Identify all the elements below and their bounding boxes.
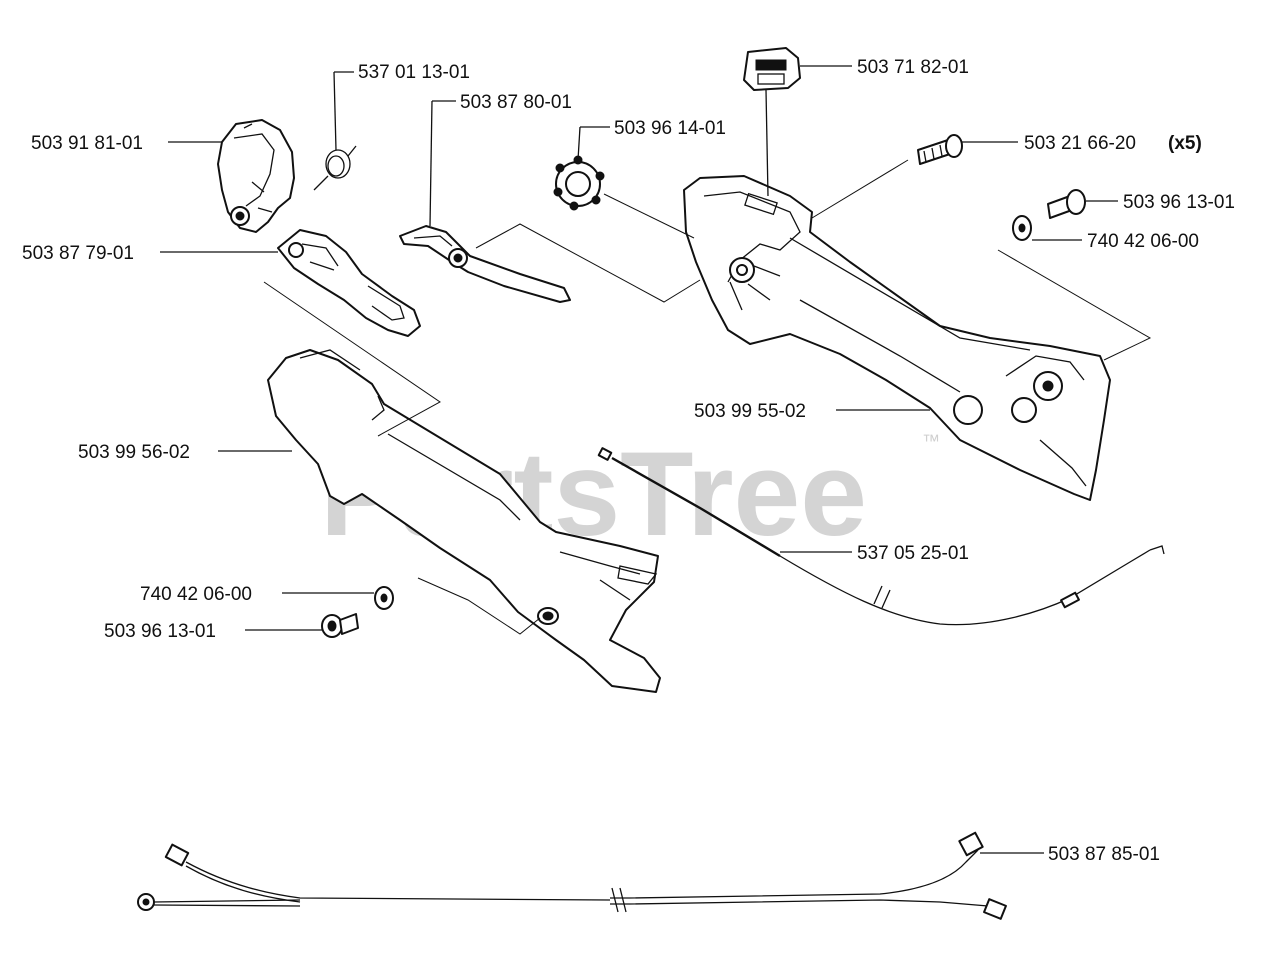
- leader-503961401-b: [577, 126, 581, 161]
- wire-harness-part[interactable]: [137, 831, 1007, 920]
- assembly-line-washer-housing: [997, 249, 1152, 361]
- label-503878501: 503 87 85-01: [1048, 844, 1160, 865]
- screw-part[interactable]: [917, 134, 963, 165]
- assembly-line-washer-shell: [417, 577, 541, 635]
- label-503961301-right: 503 96 13-01: [1123, 192, 1235, 213]
- assembly-line-lever-housing: [475, 223, 701, 303]
- throttle-trigger-part[interactable]: [277, 229, 421, 337]
- label-503918101: 503 91 81-01: [31, 133, 143, 154]
- assembly-line-gear-housing: [603, 193, 695, 239]
- label-537011301: 537 01 13-01: [358, 62, 470, 83]
- screw-left-part[interactable]: [321, 613, 359, 638]
- assembly-line-trigger-shell: [263, 281, 441, 437]
- label-503216620: 503 21 66-20: [1024, 133, 1136, 154]
- label-537052501: 537 05 25-01: [857, 543, 969, 564]
- label-503961301-left: 503 96 13-01: [104, 621, 216, 642]
- throttle-spring-part[interactable]: [313, 145, 357, 191]
- leader-503718201-b: [765, 89, 769, 197]
- stop-switch-part[interactable]: [743, 47, 801, 91]
- throttle-cable-part[interactable]: [597, 447, 1165, 626]
- washer-right-part[interactable]: [1012, 215, 1032, 241]
- label-740420600-right: 740 42 06-00: [1087, 231, 1199, 252]
- washer-left-part[interactable]: [374, 586, 394, 610]
- assembly-line-screw-housing: [811, 159, 909, 219]
- throttle-lever-part[interactable]: [399, 225, 571, 303]
- label-740420600-left: 740 42 06-00: [140, 584, 252, 605]
- handle-housing-part[interactable]: [683, 175, 1111, 501]
- label-503995602: 503 99 56-02: [78, 442, 190, 463]
- leader-503878001-b: [429, 100, 433, 227]
- screw-right-part[interactable]: [1047, 189, 1086, 219]
- leader-537011301-b: [333, 71, 337, 151]
- throttle-housing-half-part[interactable]: [217, 119, 295, 233]
- label-503961401: 503 96 14-01: [614, 118, 726, 139]
- label-503877901: 503 87 79-01: [22, 243, 134, 264]
- label-503878001: 503 87 80-01: [460, 92, 572, 113]
- label-503216620-qty: (x5): [1168, 133, 1202, 154]
- handle-shell-part[interactable]: [267, 349, 661, 693]
- label-503995502: 503 99 55-02: [694, 401, 806, 422]
- watermark-trademark: ™: [922, 431, 940, 451]
- gear-ring-part[interactable]: [553, 155, 605, 211]
- label-503718201: 503 71 82-01: [857, 57, 969, 78]
